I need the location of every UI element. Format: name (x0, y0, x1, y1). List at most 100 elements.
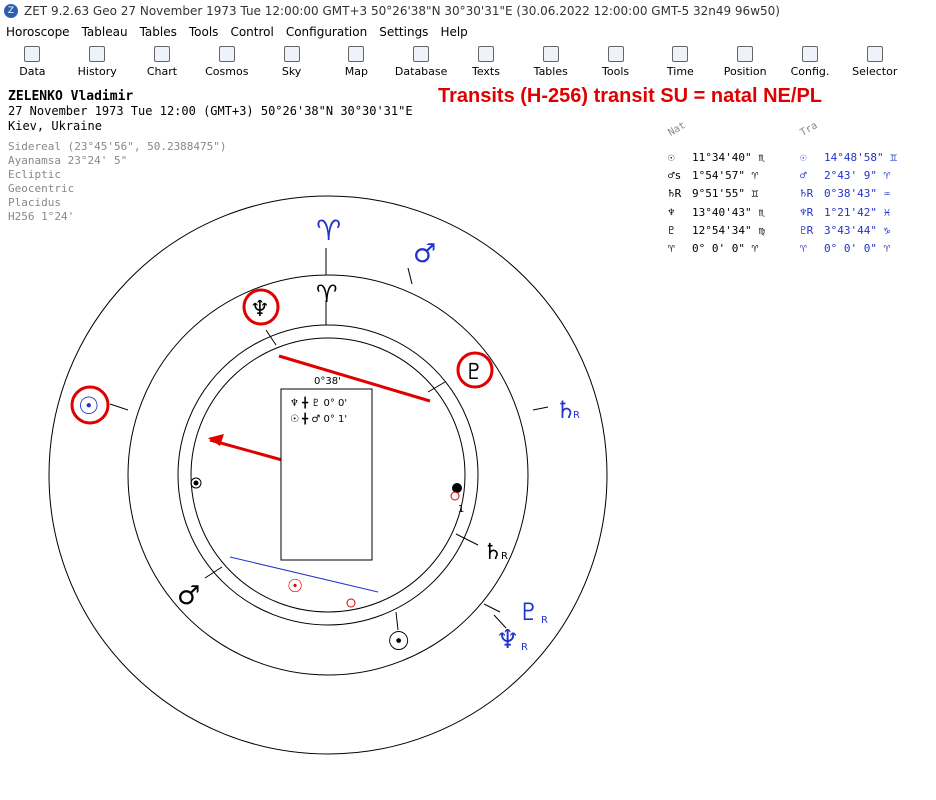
time-label: Time (666, 65, 694, 78)
data-button[interactable]: Data (0, 44, 65, 84)
natal-point-marker (190, 477, 202, 489)
natal-glyph: ☉ (668, 151, 675, 164)
sky-icon (283, 46, 300, 62)
mars-natal-tick (204, 566, 223, 579)
neptune-natal-glyph: ♆ (250, 297, 270, 322)
database-label: Database (394, 65, 448, 78)
aspect-neptune-pluto: ♆ ╋ ♇ 0° 0' (290, 396, 347, 409)
sky-button[interactable]: Sky (259, 44, 324, 84)
database-button[interactable]: Database (389, 44, 454, 84)
config-icon (801, 46, 818, 62)
neptune-transit-glyph: ♆ (496, 625, 519, 655)
transit-point-marker (452, 483, 462, 493)
position-label: Position (723, 65, 767, 78)
map-icon (348, 46, 365, 62)
data-icon (24, 46, 41, 62)
sun-transit-tick (109, 403, 129, 411)
arc-label: 0°38' (314, 376, 341, 387)
setting-geocentric: Geocentric (8, 182, 75, 195)
table-row: ♈ 0° 0' 0" ♈ ♈ 0° 0' 0" ♈ (668, 242, 932, 260)
pointer-arrow-line (209, 438, 283, 462)
natal-point-center (193, 480, 199, 486)
table-row: ♇ 12°54'34" ♍ ♇R 3°43'44" ♑ (668, 224, 932, 242)
neptune-pluto-midpoint-line (278, 354, 431, 403)
pluto-natal-glyph: ♇ (464, 360, 484, 385)
aspect-box (280, 388, 373, 561)
transit-value: 14°48'58" ♊ (824, 151, 897, 164)
point-number-label: 1 (458, 504, 464, 515)
aries-transit-glyph: ♈ (316, 214, 341, 247)
pluto-transit-tick (483, 603, 501, 613)
menu-bar: Horoscope Tableau Tables Tools Control C… (0, 23, 936, 41)
selector-label: Selector (852, 65, 898, 78)
tables-button[interactable]: Tables (518, 44, 583, 84)
map-button[interactable]: Map (324, 44, 389, 84)
natal-value: 1°54'57" ♈ (692, 169, 759, 183)
chart-button[interactable]: Chart (130, 44, 195, 84)
saturn-natal-tick (455, 533, 479, 546)
natal-glyph: ♆ (668, 205, 675, 219)
transit-glyph: ♇R (800, 223, 814, 237)
texts-icon (477, 46, 494, 62)
natal-value: 9°51'55" ♊ (692, 187, 759, 201)
config-label: Config. (790, 65, 830, 78)
menu-settings[interactable]: Settings (379, 25, 429, 39)
cosmos-label: Cosmos (205, 65, 249, 78)
saturn-natal-glyph: ♄ (483, 540, 503, 565)
sun-transit-glyph: ☉ (78, 392, 100, 420)
app-logo-icon: Z (4, 4, 18, 18)
natal-value: 13°40'43" ♏ (692, 205, 765, 219)
table-row: ☉ 11°34'40" ♏ ☉14°48'58" ♊ (668, 151, 932, 169)
pointer-arrow-head (208, 434, 224, 446)
texts-button[interactable]: Texts (454, 44, 519, 84)
position-button[interactable]: Position (713, 44, 778, 84)
neptune-highlight-ring (242, 288, 280, 326)
person-info: ZELENKO Vladimir 27 November 1973 Tue 12… (8, 89, 413, 134)
config-button[interactable]: Config. (778, 44, 843, 84)
time-button[interactable]: Time (648, 44, 713, 84)
title-bar: Z ZET 9.2.63 Geo 27 November 1973 Tue 12… (0, 0, 936, 22)
saturn-natal-retrograde: R (501, 551, 508, 562)
pluto-natal-tick (427, 381, 446, 393)
tools-button[interactable]: Tools (583, 44, 648, 84)
selector-button[interactable]: Selector (842, 44, 907, 84)
cosmos-button[interactable]: Cosmos (194, 44, 259, 84)
setting-ecliptic: Ecliptic (8, 168, 61, 181)
inner-ring (190, 337, 466, 613)
transit-ring (127, 274, 529, 676)
transit-value: 0° 0' 0" ♈ (824, 241, 891, 255)
natal-ring (177, 324, 479, 626)
sun-inner-marker-glyph: ☉ (287, 576, 303, 597)
chart-icon (153, 46, 170, 62)
highlight-point-marker-2 (346, 598, 356, 608)
mars-transit-glyph: ♂ (413, 239, 436, 269)
sky-label: Sky (281, 65, 302, 78)
person-name: ZELENKO Vladimir (8, 89, 134, 104)
sun-natal-tick (395, 611, 399, 631)
menu-tools[interactable]: Tools (188, 25, 219, 39)
neptune-transit-tick (493, 614, 507, 629)
menu-control[interactable]: Control (230, 25, 274, 39)
cosmos-icon (218, 46, 235, 62)
texts-label: Texts (471, 65, 500, 78)
aries-natal-glyph: ♈ (316, 280, 338, 308)
toolbar: Data History Chart Cosmos Sky Map Databa… (0, 44, 936, 84)
menu-horoscope[interactable]: Horoscope (6, 25, 70, 39)
menu-configuration[interactable]: Configuration (285, 25, 368, 39)
clock-icon (672, 46, 689, 62)
window-title: ZET 9.2.63 Geo 27 November 1973 Tue 12:0… (24, 4, 780, 18)
transit-glyph: ♆R (800, 205, 814, 219)
transit-glyph: ♂ (800, 169, 807, 183)
menu-tables[interactable]: Tables (139, 25, 177, 39)
natal-glyph: ♇ (668, 223, 675, 237)
history-button[interactable]: History (65, 44, 130, 84)
pluto-highlight-ring (456, 351, 494, 389)
outer-ring (48, 195, 608, 755)
mars-natal-glyph: ♂ (177, 581, 200, 611)
positions-table: ☉ 11°34'40" ♏ ☉14°48'58" ♊ ♂s 1°54'57" ♈… (668, 151, 932, 260)
aspect-sun-mars: ☉ ╋ ♂ 0° 1' (290, 412, 347, 425)
menu-tableau[interactable]: Tableau (81, 25, 128, 39)
tables-label: Tables (533, 65, 568, 78)
menu-help[interactable]: Help (440, 25, 468, 39)
